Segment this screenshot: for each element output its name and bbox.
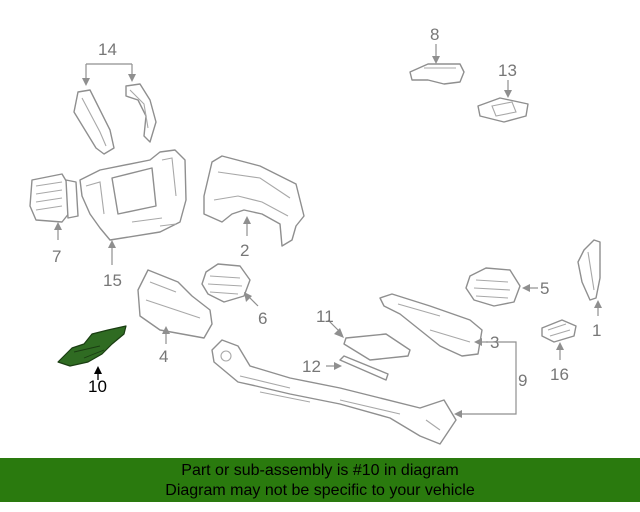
part-10-highlighted: [57, 325, 127, 367]
leader-8: [432, 44, 440, 64]
leader-14: [82, 63, 136, 86]
part-8-cover: [409, 63, 465, 85]
callout-11: 11: [316, 307, 334, 326]
leader-16: [556, 342, 564, 360]
callout-4: 4: [159, 347, 168, 366]
callout-14: 14: [98, 40, 117, 59]
callout-5: 5: [540, 279, 549, 298]
callout-13: 13: [498, 61, 517, 80]
part-5-right-vent: [465, 267, 521, 307]
leader-4: [162, 326, 170, 344]
leader-13: [504, 80, 512, 98]
callout-16: 16: [550, 365, 569, 384]
leader-6: [244, 292, 259, 307]
leader-11: [327, 319, 344, 338]
callout-1: 1: [592, 321, 601, 340]
leader-2: [243, 216, 251, 236]
banner-line-2: Diagram may not be specific to your vehi…: [165, 482, 475, 499]
callout-12: 12: [302, 357, 321, 376]
banner-line-1: Part or sub-assembly is #10 in diagram: [181, 462, 459, 479]
leader-9: [454, 341, 517, 418]
part-13-switch-bezel: [477, 97, 529, 123]
callout-7: 7: [52, 247, 61, 266]
callout-6: 6: [258, 309, 267, 328]
callout-10: 10: [88, 377, 107, 396]
leader-12: [326, 362, 342, 370]
part-7-left-vent: [29, 173, 79, 223]
part-4-lower-panel: [137, 269, 213, 339]
callout-2: 2: [240, 241, 249, 260]
leader-5: [522, 284, 538, 292]
callout-15: 15: [103, 271, 122, 290]
part-3-console-trim: [379, 293, 483, 357]
part-14-trim-pieces: [73, 83, 157, 155]
part-1-end-cap: [577, 239, 601, 301]
leader-15: [108, 240, 116, 265]
part-2-cluster-bezel: [203, 155, 305, 247]
part-16-switch: [541, 319, 577, 343]
part-9-instrument-panel: [211, 339, 457, 445]
part-11-storage-lid: [343, 333, 411, 361]
part-6-center-vent: [201, 263, 251, 303]
callout-8: 8: [430, 25, 439, 44]
part-15-display-bezel: [79, 149, 187, 241]
callout-9: 9: [518, 371, 527, 390]
part-notice-banner: Part or sub-assembly is #10 in diagram D…: [0, 458, 640, 502]
part-12-trim-strip: [339, 355, 389, 381]
leader-10: [94, 366, 102, 380]
leader-1: [594, 300, 602, 316]
parts-diagram: 14 15 7 2 8: [29, 25, 602, 445]
leader-7: [54, 222, 62, 240]
